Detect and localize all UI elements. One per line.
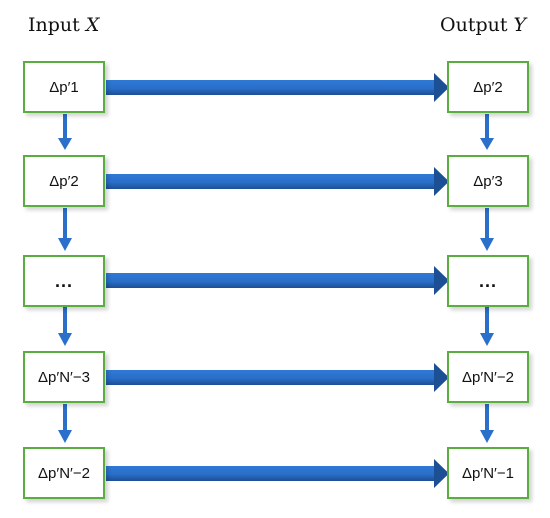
right-node-3: ... [447,255,529,307]
left-node-3: ... [23,255,105,307]
output-header-var: Y [513,14,527,36]
left-node-4-label: Δp′N′−3 [38,368,90,386]
left-node-5: Δp′N′−2 [23,447,105,499]
left-node-1: Δp′1 [23,61,105,113]
horizontal-arrow-5 [106,459,449,488]
horizontal-arrow-4 [106,363,449,392]
right-node-1: Δp′2 [447,61,529,113]
horizontal-arrow-3 [106,266,449,295]
left-down-arrow-2 [58,208,72,251]
right-down-arrow-1 [480,114,494,150]
right-down-arrow-3 [480,307,494,346]
right-down-arrow-2 [480,208,494,251]
right-node-5: Δp′N′−1 [447,447,529,499]
right-node-3-label: ... [478,270,497,291]
input-header: Input X [28,14,99,36]
right-node-2: Δp′3 [447,155,529,207]
left-node-3-label: ... [54,270,73,291]
left-node-2: Δp′2 [23,155,105,207]
input-header-word: Input [28,14,80,36]
right-node-4-label: Δp′N′−2 [462,368,514,386]
right-node-5-label: Δp′N′−1 [462,464,514,482]
left-node-5-label: Δp′N′−2 [38,464,90,482]
input-header-var: X [85,14,100,36]
output-header-word: Output [440,14,508,36]
right-node-4: Δp′N′−2 [447,351,529,403]
right-node-2-label: Δp′3 [473,172,503,190]
left-node-1-label: Δp′1 [49,78,79,96]
right-down-arrow-4 [480,404,494,443]
left-node-2-label: Δp′2 [49,172,79,190]
left-node-4: Δp′N′−3 [23,351,105,403]
horizontal-arrow-2 [106,167,449,196]
output-header: Output Y [440,14,526,36]
left-down-arrow-3 [58,307,72,346]
horizontal-arrow-1 [106,73,449,102]
left-down-arrow-1 [58,114,72,150]
left-down-arrow-4 [58,404,72,443]
right-node-1-label: Δp′2 [473,78,503,96]
